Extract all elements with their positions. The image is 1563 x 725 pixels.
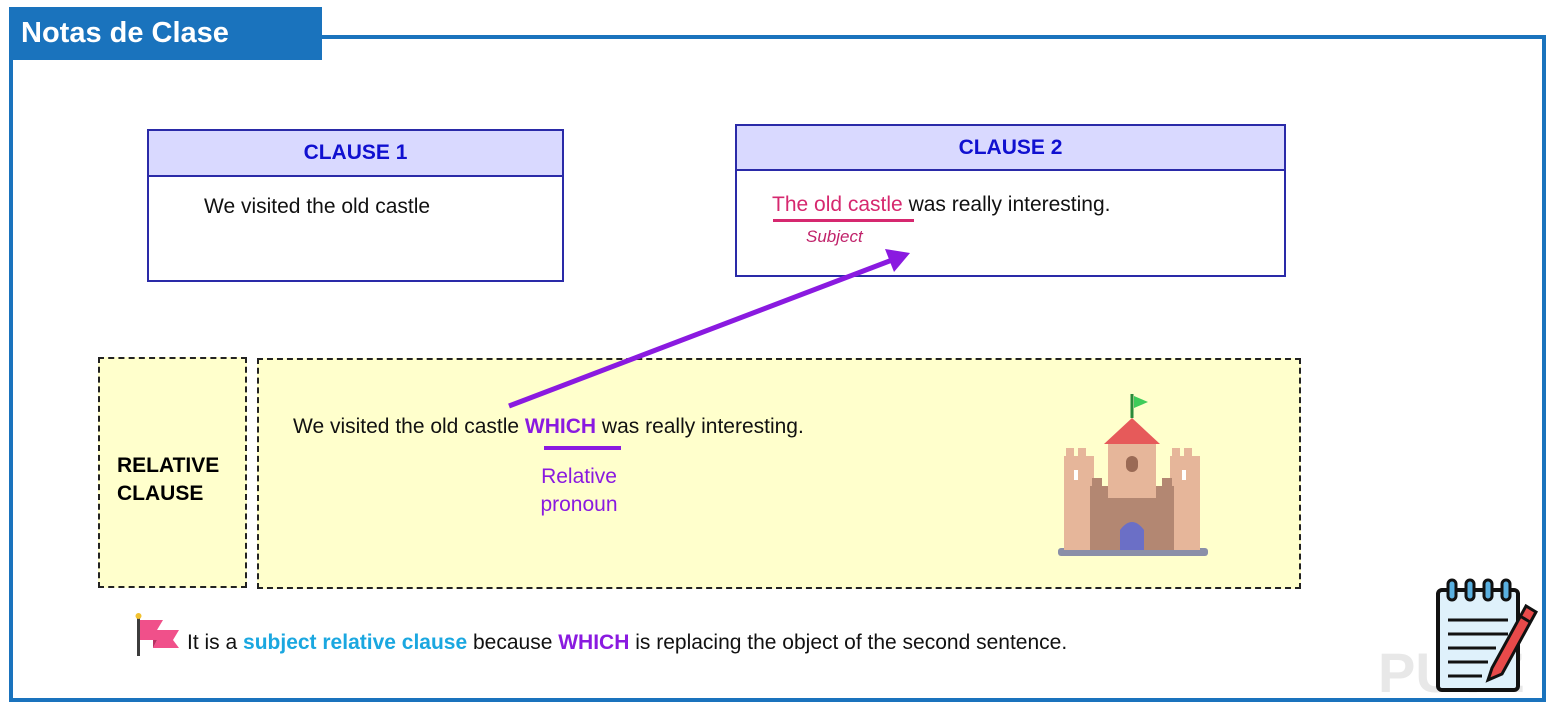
clause-2-box: CLAUSE 2 [735, 124, 1286, 277]
flag-icon [135, 613, 179, 656]
subject-label: Subject [806, 227, 863, 246]
note-highlight-2: WHICH [558, 631, 630, 654]
notes-frame [9, 35, 1546, 702]
clause-1-box: CLAUSE 1 [147, 129, 564, 282]
pronoun-label-line-1: Relative [541, 465, 617, 488]
clause-2-text: The old castle was really interesting. [772, 193, 1111, 217]
clause-1-text: We visited the old castle [204, 195, 431, 218]
relative-clause-label: RELATIVE CLAUSE [117, 452, 219, 508]
subject-phrase: The old castle [772, 193, 903, 216]
page-title: Notas de Clase [9, 7, 322, 60]
clause-1-heading: CLAUSE 1 [149, 131, 562, 177]
pronoun-label: Relative pronoun [519, 463, 639, 519]
note-highlight-1: subject relative clause [243, 631, 468, 654]
note-part-3: is replacing the object of the second se… [629, 631, 1068, 654]
note-part-1: It is a [187, 631, 244, 654]
notepad-pencil-icon [1436, 578, 1539, 692]
relative-pronoun: WHICH [524, 415, 597, 438]
pronoun-label-line-2: pronoun [540, 493, 618, 516]
pronoun-underline [544, 446, 621, 450]
clause-2-rest: was really interesting. [902, 193, 1111, 216]
subject-underline [773, 219, 914, 222]
note-text: It is a subject relative clause because … [187, 631, 1067, 655]
note-part-2: because [467, 631, 559, 654]
relative-sentence: We visited the old castle WHICH was real… [293, 415, 804, 439]
relative-sentence-start: We visited the old castle [293, 415, 525, 438]
clause-2-heading: CLAUSE 2 [737, 126, 1284, 171]
relative-label-line-1: RELATIVE [117, 454, 220, 477]
castle-icon [1058, 394, 1208, 556]
relative-sentence-end: was really interesting. [596, 415, 804, 438]
relative-label-line-2: CLAUSE [117, 482, 204, 505]
relative-clause-label-box [98, 357, 247, 588]
